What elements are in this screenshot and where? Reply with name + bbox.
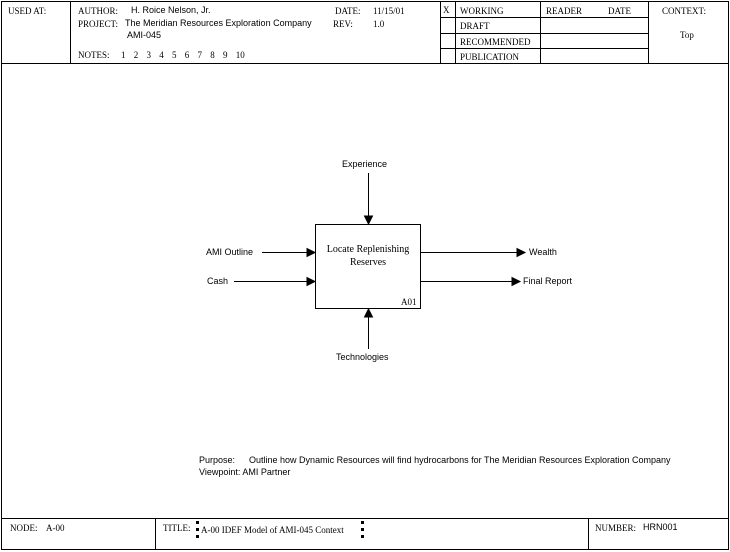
used-at-label: USED AT: [8, 6, 47, 16]
project-value: The Meridian Resources Exploration Compa… [125, 18, 312, 28]
purpose-line: Purpose: Outline how Dynamic Resources wi… [199, 455, 671, 465]
note-number[interactable]: 7 [197, 50, 203, 60]
note-number[interactable]: 9 [223, 50, 228, 60]
input-arrowhead [306, 247, 317, 258]
control-arrowhead [363, 215, 374, 226]
note-number[interactable]: 10 [235, 50, 245, 60]
purpose-text: Outline how Dynamic Resources will find … [249, 455, 671, 465]
output-label-wealth[interactable]: Wealth [529, 247, 557, 257]
note-number[interactable]: 4 [159, 50, 164, 60]
rev-label: REV: [333, 19, 353, 29]
number-value: HRN001 [643, 522, 678, 532]
date-value: 11/15/01 [373, 6, 405, 16]
node-value: A-00 [46, 523, 65, 533]
status-mark: X [443, 5, 450, 15]
activity-node-id: A01 [401, 297, 417, 307]
note-number[interactable]: 8 [210, 50, 215, 60]
input-label-ami-outline[interactable]: AMI Outline [206, 247, 254, 257]
status-draft[interactable]: DRAFT [460, 21, 490, 31]
viewpoint-label: Viewpoint: [199, 467, 241, 477]
output-arrowhead [511, 276, 522, 287]
status-working[interactable]: WORKING [460, 6, 504, 16]
note-number[interactable]: 5 [172, 50, 177, 60]
status-recommended[interactable]: RECOMMENDED [460, 37, 531, 47]
reader-label: READER [546, 6, 582, 16]
project-label: PROJECT: [78, 19, 119, 29]
project-value-line2: AMI-045 [127, 30, 162, 40]
activity-box [315, 224, 421, 309]
title-selection-handles [196, 521, 364, 538]
node-label: NODE: [10, 523, 38, 533]
notes-label: NOTES: [78, 50, 110, 60]
selection-handle [361, 528, 364, 531]
selection-handle [196, 535, 199, 538]
author-value: H. Roice Nelson, Jr. [131, 5, 211, 15]
input-label-cash[interactable]: Cash [207, 276, 229, 286]
notes-numbers: 1 2 3 4 5 6 7 8 9 10 [121, 50, 251, 60]
control-label[interactable]: Experience [342, 159, 388, 169]
title-label: TITLE: [163, 523, 191, 533]
reader-date-label: DATE [608, 6, 631, 16]
activity-label[interactable]: Locate Replenishing Reserves [326, 244, 410, 268]
mechanism-arrowhead [363, 307, 374, 318]
output-arrowhead [516, 247, 527, 258]
note-number[interactable]: 6 [184, 50, 190, 60]
mechanism-label[interactable]: Technologies [336, 352, 389, 362]
note-number[interactable]: 1 [121, 50, 126, 60]
selection-handle [361, 535, 364, 538]
input-arrowhead [306, 276, 317, 287]
viewpoint-text: AMI Partner [242, 467, 291, 477]
author-label: AUTHOR: [78, 6, 118, 16]
selection-handle [361, 521, 364, 524]
title-value[interactable]: A-00 IDEF Model of AMI-045 Context [201, 525, 344, 535]
selection-handle [196, 528, 199, 531]
selection-handle [196, 521, 199, 524]
note-number[interactable]: 3 [146, 50, 152, 60]
status-publication[interactable]: PUBLICATION [460, 52, 520, 62]
date-label: DATE: [335, 6, 361, 16]
number-label: NUMBER: [595, 523, 637, 533]
context-label: CONTEXT: [662, 6, 707, 16]
purpose-label: Purpose: [199, 455, 236, 465]
context-value[interactable]: Top [680, 30, 694, 40]
output-label-final-report[interactable]: Final Report [523, 276, 573, 286]
viewpoint-line: Viewpoint: AMI Partner [199, 467, 290, 477]
rev-value: 1.0 [373, 19, 385, 29]
note-number[interactable]: 2 [133, 50, 139, 60]
